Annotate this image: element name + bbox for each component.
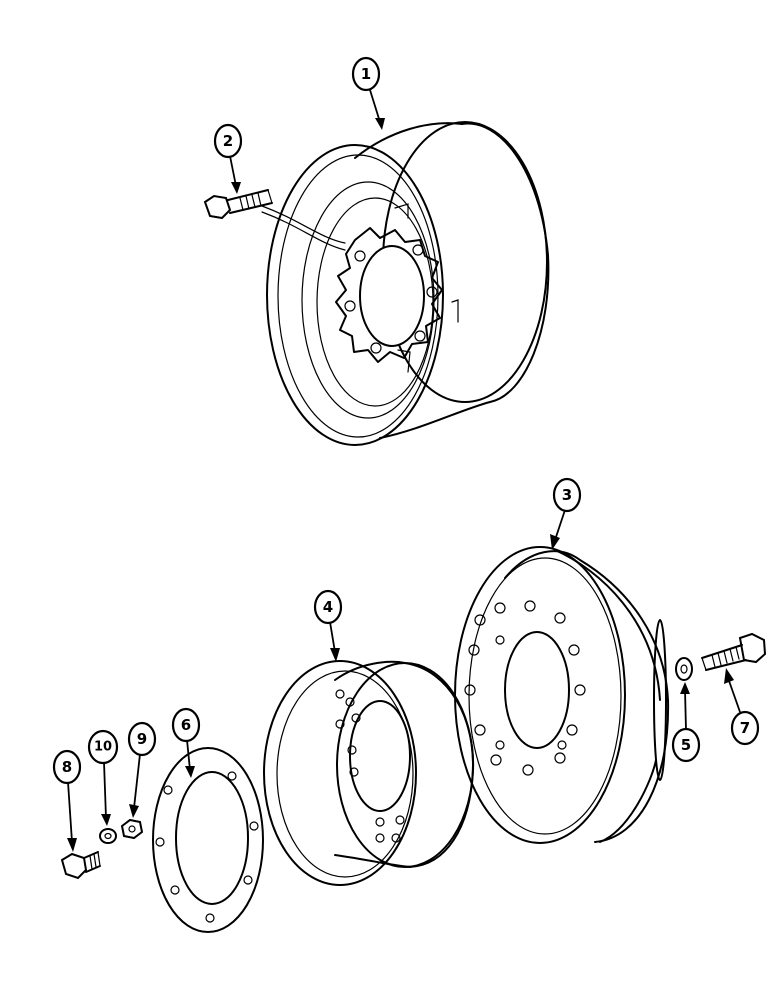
part-7-bolt xyxy=(701,632,767,671)
part-8-bolt xyxy=(60,851,101,880)
callout-3: 3 xyxy=(552,477,582,513)
callout-3-label: 3 xyxy=(562,486,572,504)
callout-2: 2 xyxy=(213,123,243,159)
leader-lines xyxy=(67,89,741,852)
callout-1: 1 xyxy=(351,56,381,92)
callout-6-label: 6 xyxy=(181,716,191,734)
callout-10: 10 xyxy=(87,729,119,765)
callout-8: 8 xyxy=(52,749,82,785)
part-6-spacer-ring xyxy=(152,747,264,933)
part-9-nut xyxy=(120,818,144,840)
callout-9: 9 xyxy=(127,721,157,757)
callout-10-label: 10 xyxy=(94,740,112,755)
callout-5-label: 5 xyxy=(681,736,691,754)
part-5-washer xyxy=(675,657,693,681)
part-3-wheel-rim xyxy=(454,546,670,844)
callout-5: 5 xyxy=(671,727,701,763)
part-1-wheel-rim xyxy=(261,121,550,446)
part-2-bolt xyxy=(203,189,273,220)
callout-8-label: 8 xyxy=(62,758,72,776)
callout-4-label: 4 xyxy=(323,598,333,616)
callout-7: 7 xyxy=(730,710,760,746)
callout-6: 6 xyxy=(171,707,201,743)
callout-2-label: 2 xyxy=(223,132,233,150)
callout-4: 4 xyxy=(313,589,343,625)
callout-7-label: 7 xyxy=(740,719,750,737)
part-4-wheel-rim xyxy=(263,660,475,886)
callout-1-label: 1 xyxy=(361,65,371,83)
part-10-washer xyxy=(99,828,117,844)
callout-9-label: 9 xyxy=(137,730,147,748)
